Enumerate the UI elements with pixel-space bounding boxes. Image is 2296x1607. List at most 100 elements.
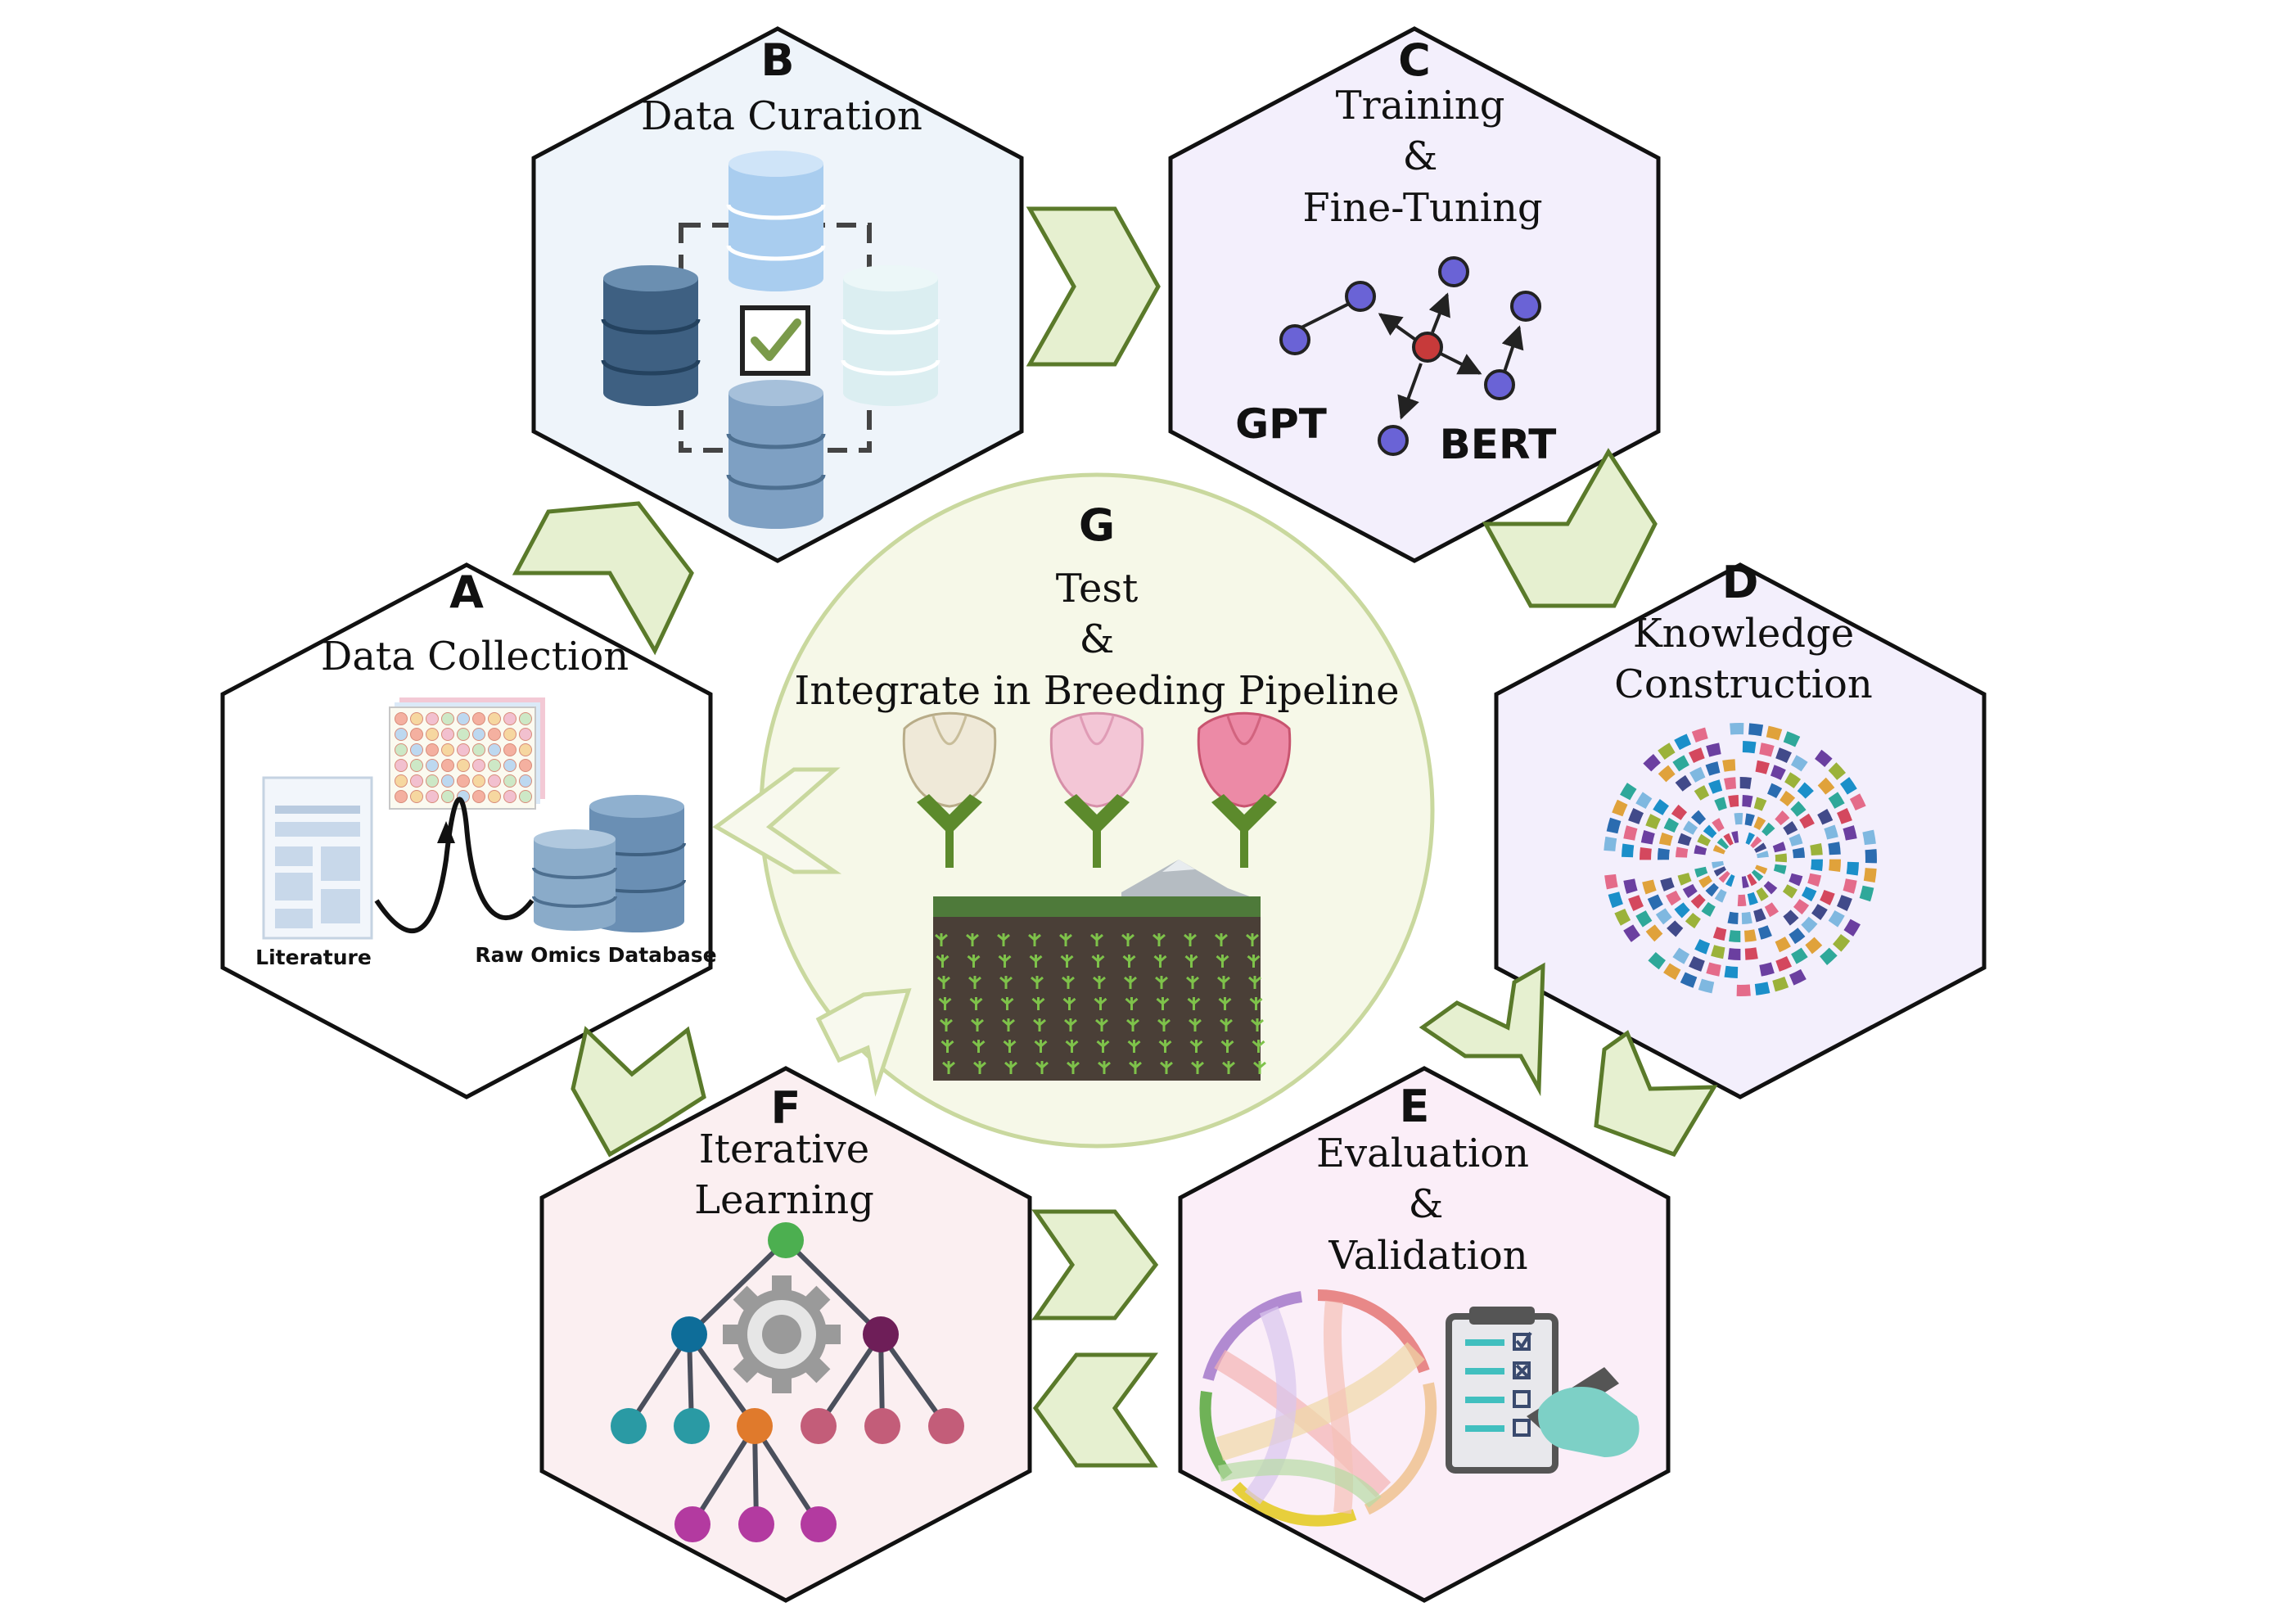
radial-segment bbox=[1783, 910, 1799, 926]
omics-plate-icon bbox=[389, 697, 545, 810]
tree-node-icon bbox=[737, 1408, 773, 1444]
panel-c-training: C Training & Fine-Tuning GPT BERT bbox=[1168, 26, 1661, 563]
plate-well bbox=[519, 712, 532, 725]
arrow-c-to-d bbox=[1482, 448, 1658, 608]
hand-pen-icon bbox=[1527, 1367, 1640, 1457]
radial-segment bbox=[1811, 859, 1824, 871]
central-node-icon bbox=[1412, 332, 1443, 363]
plate-well bbox=[519, 759, 532, 772]
crop-plant bbox=[1095, 1018, 1108, 1031]
plate-well bbox=[519, 743, 532, 756]
panel-g-title-line3: Integrate in Breeding Pipeline bbox=[794, 668, 1399, 714]
crop-plant bbox=[1031, 997, 1045, 1010]
radial-segment bbox=[1714, 888, 1727, 903]
radial-segment bbox=[1667, 920, 1684, 937]
radial-segment bbox=[1753, 797, 1767, 811]
crop-plant bbox=[1160, 1061, 1173, 1074]
checklist-icon bbox=[1446, 1307, 1558, 1474]
radial-segment bbox=[1828, 842, 1841, 855]
radial-segment bbox=[1612, 799, 1628, 817]
cotton-flower-red-icon bbox=[1197, 711, 1292, 868]
radial-segment bbox=[1805, 937, 1823, 955]
plate-well bbox=[426, 759, 439, 772]
crop-plant bbox=[1252, 1040, 1265, 1053]
arrow-b-to-c bbox=[1026, 206, 1161, 367]
crop-plant bbox=[1156, 997, 1170, 1010]
crop-plant bbox=[936, 955, 950, 968]
tree-node-icon bbox=[738, 1506, 774, 1542]
tree-node-icon bbox=[864, 1408, 900, 1444]
plate-well bbox=[426, 790, 439, 803]
panel-b-hexagon bbox=[531, 26, 1024, 563]
crop-plant bbox=[1216, 955, 1229, 968]
tree-node-icon bbox=[611, 1408, 647, 1444]
radial-segment bbox=[1846, 861, 1859, 876]
model-label-bert: BERT bbox=[1440, 421, 1557, 468]
tree-node-icon bbox=[801, 1408, 837, 1444]
radial-segment bbox=[1689, 766, 1706, 783]
crop-plant bbox=[1122, 955, 1136, 968]
arrow-center-to-a bbox=[712, 767, 842, 874]
plate-well bbox=[519, 728, 532, 741]
plate-well bbox=[488, 790, 501, 803]
crop-plant bbox=[1060, 955, 1074, 968]
crop-plant bbox=[1094, 997, 1107, 1010]
crop-plant bbox=[997, 933, 1010, 946]
radial-segment bbox=[1772, 842, 1786, 853]
radial-segment bbox=[1790, 801, 1807, 817]
plate-well bbox=[488, 774, 501, 788]
radial-segment bbox=[1773, 864, 1787, 874]
panel-d-hexagon bbox=[1494, 562, 1987, 1099]
radial-segment bbox=[1706, 962, 1721, 977]
plate-well bbox=[441, 790, 454, 803]
crop-plant bbox=[1096, 1040, 1110, 1053]
crop-plant bbox=[1124, 976, 1137, 989]
arrow-e-to-d bbox=[1419, 962, 1545, 1097]
radial-segment bbox=[1663, 963, 1681, 980]
radial-segment bbox=[1706, 743, 1721, 757]
crop-plant bbox=[1189, 1018, 1202, 1031]
radial-segment bbox=[1725, 873, 1735, 887]
panel-a-title: Data Collection bbox=[321, 634, 629, 679]
document-icon bbox=[262, 776, 373, 940]
plate-well bbox=[503, 774, 516, 788]
radial-segment bbox=[1639, 847, 1652, 860]
plate-well bbox=[410, 743, 423, 756]
panel-e-title-line2: & bbox=[1409, 1181, 1444, 1227]
radial-segment bbox=[1647, 894, 1663, 910]
crop-plant bbox=[942, 1061, 955, 1074]
radial-segment bbox=[1783, 820, 1798, 836]
panel-g-title-line2: & bbox=[1080, 616, 1115, 662]
radial-segment bbox=[1775, 747, 1792, 764]
panel-e-title-line3: Validation bbox=[1328, 1233, 1527, 1279]
radial-segment bbox=[1828, 762, 1846, 780]
plate-well bbox=[472, 759, 485, 772]
radial-segment bbox=[1653, 798, 1670, 815]
radial-segment bbox=[1741, 911, 1752, 924]
radial-segment bbox=[1810, 843, 1823, 856]
arrow-d-to-e bbox=[1594, 1030, 1718, 1158]
radial-segment bbox=[1645, 924, 1663, 942]
flow-curve-arrow bbox=[374, 797, 535, 934]
radial-segment bbox=[1797, 782, 1814, 799]
radial-segment bbox=[1660, 877, 1675, 892]
crop-plant bbox=[1091, 955, 1105, 968]
plate-well bbox=[488, 712, 501, 725]
radial-segment bbox=[1645, 814, 1661, 830]
tree-node-icon bbox=[674, 1506, 710, 1542]
radial-segment bbox=[1801, 916, 1818, 933]
radial-segment bbox=[1694, 866, 1708, 878]
tree-node-icon bbox=[671, 1316, 707, 1352]
radial-segment bbox=[1757, 925, 1772, 940]
plate-well bbox=[488, 759, 501, 772]
radial-segment bbox=[1801, 886, 1817, 902]
radial-segment bbox=[1655, 908, 1672, 925]
crop-plant bbox=[966, 933, 979, 946]
crop-plant bbox=[998, 955, 1012, 968]
panel-f-title-line1: Iterative bbox=[699, 1126, 869, 1172]
panel-e-evaluation: E Evaluation & Validation bbox=[1178, 1066, 1671, 1603]
crop-plant bbox=[1187, 997, 1201, 1010]
radial-segment bbox=[1792, 847, 1805, 859]
radial-segment bbox=[1694, 845, 1707, 855]
crop-plant bbox=[1121, 933, 1134, 946]
